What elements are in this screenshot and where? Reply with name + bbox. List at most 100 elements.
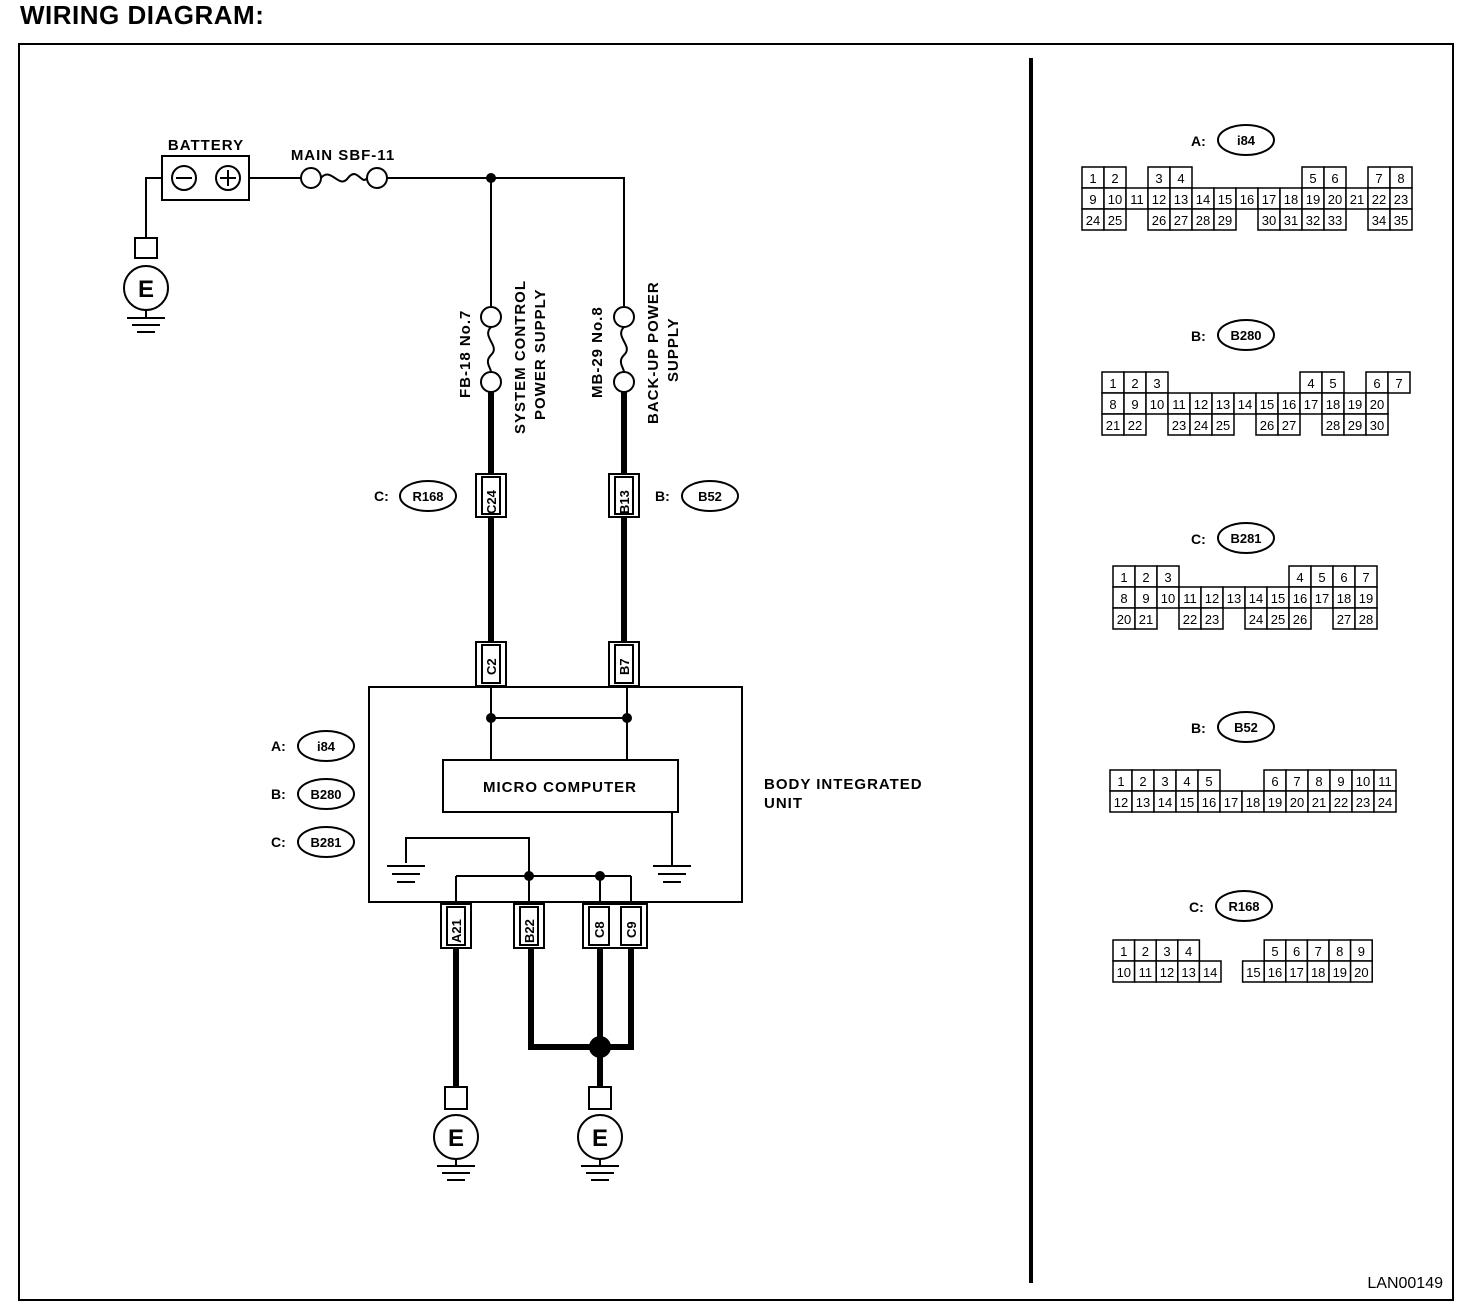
pin-number: 19 xyxy=(1348,397,1362,412)
battery-plus-terminal xyxy=(215,165,241,191)
diagram-frame xyxy=(18,43,1454,1301)
pin-number: 4 xyxy=(1177,171,1184,186)
pin-box-c2: C2 xyxy=(475,641,507,687)
pin-cell xyxy=(1365,413,1389,436)
battery-label: BATTERY xyxy=(168,137,244,154)
pin-number: 17 xyxy=(1304,397,1318,412)
pin-number: 5 xyxy=(1205,774,1212,789)
pin-number: 5 xyxy=(1329,376,1336,391)
svg-text:E: E xyxy=(592,1125,608,1152)
svg-text:E: E xyxy=(448,1125,464,1152)
pin-number: 13 xyxy=(1174,192,1188,207)
pin-number: 30 xyxy=(1262,213,1276,228)
connector-prefix: B: xyxy=(1191,720,1206,736)
fuse-mb29-label: MB-29 No.8 xyxy=(589,306,606,398)
pin-cell xyxy=(1277,413,1301,436)
pin-number: 5 xyxy=(1271,944,1278,959)
pin-number: 3 xyxy=(1161,774,1168,789)
connector-prefix: A: xyxy=(1191,133,1206,149)
svg-text:A21: A21 xyxy=(449,919,464,943)
pin-number: 16 xyxy=(1240,192,1254,207)
pin-number: 17 xyxy=(1289,965,1303,980)
svg-text:B280: B280 xyxy=(310,787,341,802)
svg-text:C2: C2 xyxy=(484,658,499,675)
pin-number: 29 xyxy=(1348,418,1362,433)
connector-name: B280 xyxy=(1230,328,1261,343)
main-fuse-icon xyxy=(300,167,388,189)
connector-name: B52 xyxy=(1234,720,1258,735)
pin-number: 11 xyxy=(1183,591,1197,606)
pin-number: 8 xyxy=(1336,944,1343,959)
connector-name-oval xyxy=(1217,522,1275,554)
pin-cell xyxy=(1134,607,1158,630)
pin-number: 10 xyxy=(1108,192,1122,207)
pin-number: 3 xyxy=(1163,944,1170,959)
pin-number: 23 xyxy=(1205,612,1219,627)
pin-number: 4 xyxy=(1307,376,1314,391)
pin-number: 6 xyxy=(1373,376,1380,391)
pin-number: 28 xyxy=(1326,418,1340,433)
unit-label-line-2: UNIT xyxy=(764,795,803,812)
pin-number: 10 xyxy=(1356,774,1370,789)
unit-junction-dot xyxy=(486,713,496,723)
pin-number: 20 xyxy=(1328,192,1342,207)
connector-name-oval xyxy=(1217,124,1275,156)
connector-prefix: C: xyxy=(1189,899,1204,915)
pin-number: 11 xyxy=(1172,397,1186,412)
pin-number: 14 xyxy=(1158,795,1172,810)
svg-text:C8: C8 xyxy=(592,921,607,938)
pin-number: 3 xyxy=(1153,376,1160,391)
pin-box-b7: B7 xyxy=(608,641,640,687)
ground-harness xyxy=(453,948,634,1087)
pin-number: 23 xyxy=(1172,418,1186,433)
pin-number: 13 xyxy=(1181,965,1195,980)
pin-cell xyxy=(1288,607,1312,630)
pin-cell xyxy=(1213,208,1237,231)
pin-number: 7 xyxy=(1362,570,1369,585)
pin-number: 34 xyxy=(1372,213,1386,228)
connector-name-oval xyxy=(1217,711,1275,743)
svg-text:B:: B: xyxy=(655,488,670,504)
pin-cell xyxy=(1387,371,1411,394)
pin-number: 30 xyxy=(1370,418,1384,433)
pin-number: 9 xyxy=(1358,944,1365,959)
pin-number: 4 xyxy=(1296,570,1303,585)
pin-number: 22 xyxy=(1334,795,1348,810)
pin-number: 14 xyxy=(1249,591,1263,606)
pin-number: 25 xyxy=(1216,418,1230,433)
svg-text:A:: A: xyxy=(271,738,286,754)
fuse-mb29-desc-1: BACK-UP POWER xyxy=(645,281,662,424)
pin-number: 16 xyxy=(1293,591,1307,606)
main-supply-wire xyxy=(387,177,625,306)
pin-number: 3 xyxy=(1164,570,1171,585)
pin-number: 27 xyxy=(1282,418,1296,433)
pin-number: 21 xyxy=(1139,612,1153,627)
pin-number: 6 xyxy=(1293,944,1300,959)
svg-text:B281: B281 xyxy=(310,835,341,850)
fuse-mb29-desc-2: SUPPLY xyxy=(665,317,682,382)
pin-number: 10 xyxy=(1161,591,1175,606)
pin-number: 8 xyxy=(1120,591,1127,606)
pin-number: 16 xyxy=(1282,397,1296,412)
svg-text:R168: R168 xyxy=(412,489,443,504)
pin-number: 11 xyxy=(1130,192,1144,207)
main-fuse-label: MAIN SBF-11 xyxy=(291,147,395,164)
pin-number: 11 xyxy=(1378,774,1392,789)
body-integrated-unit-box xyxy=(368,686,743,903)
pin-number: 19 xyxy=(1333,965,1347,980)
pin-number: 31 xyxy=(1284,213,1298,228)
pin-number: 6 xyxy=(1271,774,1278,789)
pin-number: 23 xyxy=(1394,192,1408,207)
pin-number: 33 xyxy=(1328,213,1342,228)
pin-number: 19 xyxy=(1268,795,1282,810)
pin-number: 15 xyxy=(1260,397,1274,412)
svg-text:B22: B22 xyxy=(522,919,537,943)
pin-cell xyxy=(1103,208,1127,231)
pin-number: 9 xyxy=(1089,192,1096,207)
svg-text:B52: B52 xyxy=(698,489,722,504)
pin-number: 28 xyxy=(1359,612,1373,627)
pin-number: 28 xyxy=(1196,213,1210,228)
svg-text:i84: i84 xyxy=(317,739,336,754)
svg-text:E: E xyxy=(138,276,154,303)
